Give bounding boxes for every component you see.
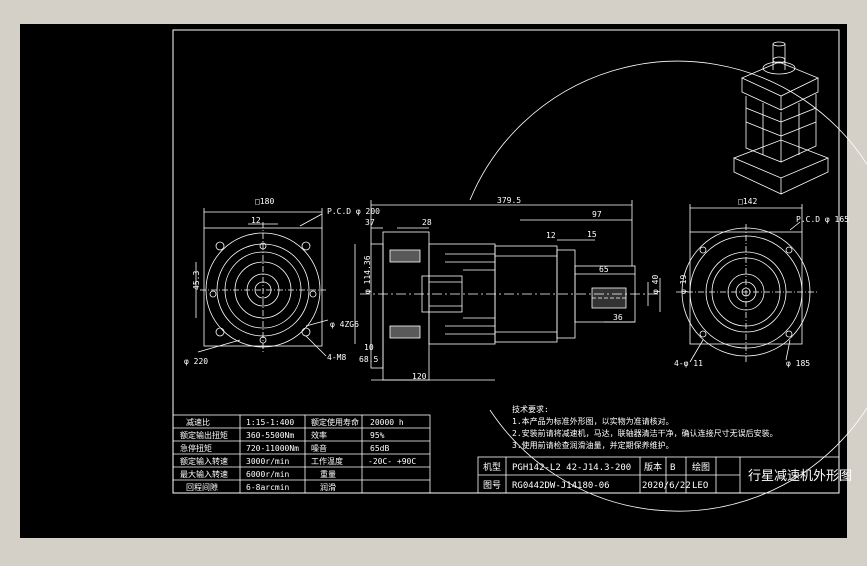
spec-value: -20C- +90C bbox=[368, 457, 416, 466]
right-flange-width-label: □142 bbox=[738, 197, 757, 206]
spec-key: 工作温度 bbox=[311, 456, 343, 466]
dim-36: 36 bbox=[613, 313, 623, 322]
code-value: RG0442DW-J14180-06 bbox=[512, 481, 610, 491]
bolt-hole bbox=[215, 327, 225, 337]
bolt-hole bbox=[215, 241, 225, 251]
dim-28: 28 bbox=[422, 218, 432, 227]
right-outer-label: φ 185 bbox=[786, 359, 810, 368]
dia-40-label: φ 40 bbox=[651, 275, 660, 294]
side-view bbox=[354, 200, 661, 381]
spec-key: 最大输入转速 bbox=[180, 469, 228, 479]
spec-value: 6-8arcmin bbox=[246, 483, 290, 492]
spec-key: 额定输出扭矩 bbox=[180, 430, 228, 440]
spec-key: 急停扭矩 bbox=[180, 443, 212, 453]
note-line: 2.安装前请将减速机，马达，联轴器清洁干净，确认连接尺寸无误后安装。 bbox=[512, 428, 778, 438]
dim-37: 37 bbox=[365, 218, 375, 227]
bolt-hole bbox=[301, 241, 311, 251]
dim-120: 120 bbox=[412, 372, 427, 381]
code-label: 图号 bbox=[483, 480, 501, 491]
large-arc bbox=[469, 60, 867, 512]
dim-97: 97 bbox=[592, 210, 602, 219]
right-flange-view bbox=[676, 204, 818, 363]
spec-value: 20000 h bbox=[370, 418, 404, 427]
dim-12: 12 bbox=[546, 231, 556, 240]
note-line: 1.本产品为标准外形图，以实物为准请核对。 bbox=[512, 416, 674, 426]
bolt-dia-label: φ 4ZG6 bbox=[330, 320, 359, 329]
drawer-label: 绘图 bbox=[692, 461, 710, 473]
spec-value: 95% bbox=[370, 431, 385, 440]
spec-value: 6000r/min bbox=[246, 470, 290, 479]
note-line: 3.使用前请检查润滑油量，并定期保养维护。 bbox=[512, 440, 674, 450]
dia-19-label: φ 19 bbox=[679, 275, 688, 294]
technical-notes: 技术要求: 1.本产品为标准外形图，以实物为准请核对。 2.安装前请将减速机，马… bbox=[512, 404, 778, 450]
isometric-view bbox=[732, 41, 830, 195]
bolt-holes-label: 4-M8 bbox=[327, 353, 346, 362]
drawing-title: 行星减速机外形图 bbox=[748, 469, 852, 484]
spec-key: 减速比 bbox=[186, 417, 210, 427]
dim-68-5: 68.5 bbox=[359, 355, 378, 364]
spec-value: 1:15-1:400 bbox=[246, 418, 294, 427]
spec-key: 重量 bbox=[320, 469, 336, 479]
output-dia-label: φ 114.36 bbox=[363, 255, 372, 294]
total-length-label: 379.5 bbox=[497, 196, 521, 205]
pcd-label: P.C.D φ 200 bbox=[327, 207, 380, 216]
dim-65: 65 bbox=[599, 265, 609, 274]
spec-table bbox=[172, 414, 431, 494]
spec-value: 65dB bbox=[370, 444, 389, 453]
model-space bbox=[20, 24, 847, 538]
spec-key: 效率 bbox=[311, 430, 327, 440]
spec-rows: 减速比 1:15-1:400 额定使用寿命 20000 h 额定输出扭矩 360… bbox=[180, 417, 416, 492]
drawer-value: LEO bbox=[692, 481, 708, 491]
right-pcd-label: P.C.D φ 165 bbox=[796, 215, 849, 224]
spec-value: 720-11000Nm bbox=[246, 444, 299, 453]
flange-width-label: □180 bbox=[255, 197, 274, 206]
title-block-text: 机型 PGH142-L2 42-J14.3-200 图号 RG0442DW-J1… bbox=[483, 461, 852, 491]
notes-heading: 技术要求: bbox=[512, 404, 549, 414]
key-width-label: 12 bbox=[251, 216, 261, 225]
right-holes-label: 4-φ 11 bbox=[674, 359, 703, 368]
dim-10: 10 bbox=[364, 343, 374, 352]
left-flange-view bbox=[195, 208, 329, 357]
title-block bbox=[477, 456, 840, 494]
outer-dia-label: φ 220 bbox=[184, 357, 208, 366]
spec-key: 润滑 bbox=[320, 482, 336, 492]
shaft-height-label: 45.3 bbox=[192, 271, 201, 290]
spec-key: 额定使用寿命 bbox=[311, 417, 359, 427]
rev-value: B bbox=[670, 463, 675, 473]
model-value: PGH142-L2 42-J14.3-200 bbox=[512, 463, 631, 473]
spec-key: 额定输入转速 bbox=[180, 456, 228, 466]
spec-key: 回程间隙 bbox=[186, 482, 218, 492]
dim-15: 15 bbox=[587, 230, 597, 239]
spec-value: 3000r/min bbox=[246, 457, 290, 466]
spec-key: 噪音 bbox=[311, 443, 327, 453]
date-value: 2020/6/22 bbox=[642, 481, 691, 491]
spec-value: 360-5500Nm bbox=[246, 431, 294, 440]
rev-label: 版本 bbox=[644, 461, 662, 473]
model-label: 机型 bbox=[483, 461, 501, 473]
